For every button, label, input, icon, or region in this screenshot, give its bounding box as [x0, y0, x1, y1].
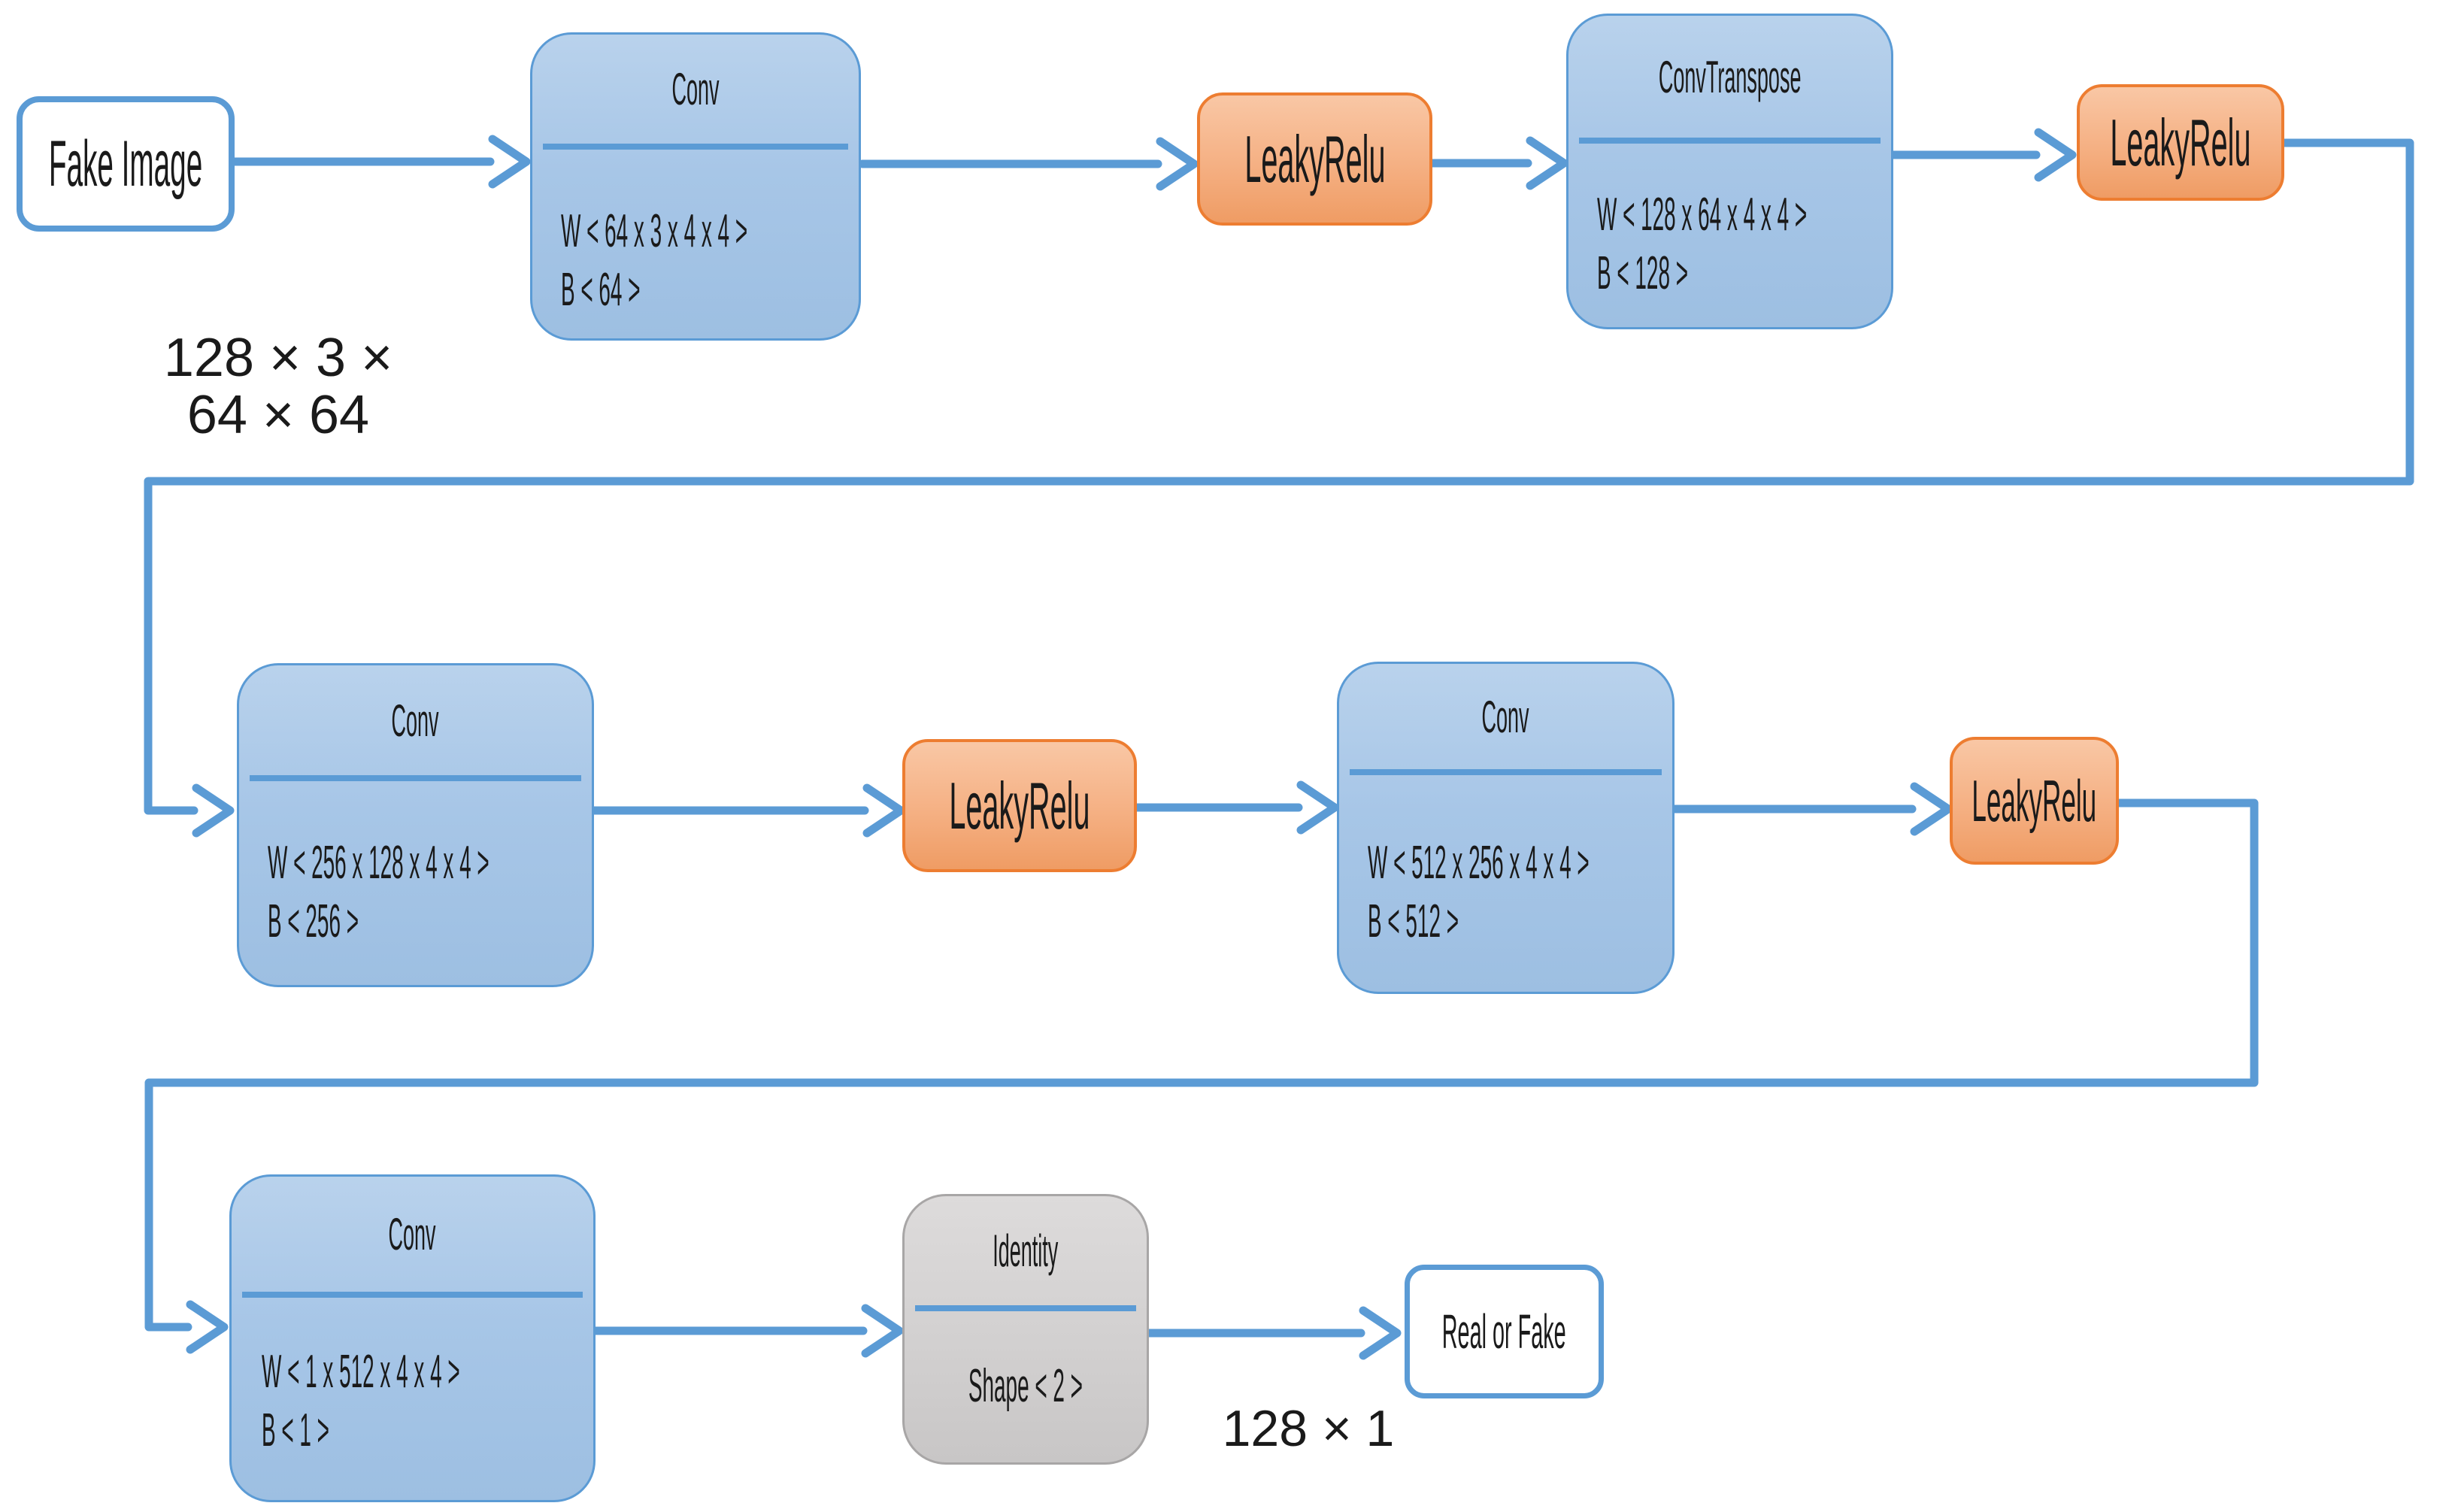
node-divider: [543, 144, 848, 150]
node-label: Real or Fake: [1442, 1304, 1566, 1359]
node-conv4: Conv W < 1 x 512 x 4 x 4 > B < 1 >: [229, 1174, 596, 1502]
weights-text: W < 512 x 256 x 4 x 4 >: [1368, 837, 1590, 889]
input-shape-label: 128 × 3 × 64 × 64: [163, 328, 393, 445]
output-shape-label: 128 × 1: [1222, 1400, 1395, 1457]
arrowhead-icon: [1296, 780, 1339, 835]
connector-leakyrelu1-to-convtranspose: [1428, 136, 1568, 190]
connector-convtranspose-to-leakyrelu2: [1889, 128, 2077, 182]
arrowhead-icon: [192, 783, 235, 838]
connector-conv2-to-leakyrelu3: [589, 783, 905, 838]
connector-conv4-to-identity: [591, 1304, 904, 1358]
node-real-or-fake: Real or Fake: [1405, 1265, 1604, 1398]
connector-identity-to-real-or-fake: [1144, 1306, 1402, 1360]
node-divider: [1579, 138, 1881, 144]
node-leakyrelu1: LeakyRelu: [1197, 92, 1432, 226]
weights-text: W < 64 x 3 x 4 x 4 >: [561, 205, 748, 257]
arrowhead-icon: [2034, 128, 2077, 182]
arrowhead-icon: [1526, 136, 1568, 190]
node-title: ConvTranspose: [1658, 51, 1802, 102]
node-leakyrelu2: LeakyRelu: [2077, 84, 2284, 201]
node-identity: Identity Shape < 2 >: [902, 1194, 1149, 1465]
bias-text: B < 128 >: [1597, 247, 1689, 299]
arrowhead-icon: [861, 1304, 904, 1358]
node-divider: [1350, 769, 1662, 775]
bias-text: B < 512 >: [1368, 895, 1459, 947]
shape-text: Shape < 2 >: [968, 1359, 1083, 1412]
weights-text: W < 128 x 64 x 4 x 4 >: [1597, 189, 1808, 241]
connector-leakyrelu3-to-conv3: [1132, 780, 1339, 835]
connector-conv1-to-leakyrelu1: [858, 137, 1199, 191]
weights-text: W < 256 x 128 x 4 x 4 >: [268, 837, 489, 889]
node-title: Conv: [388, 1209, 437, 1259]
node-conv2: Conv W < 256 x 128 x 4 x 4 > B < 256 >: [237, 663, 594, 987]
bias-text: B < 256 >: [268, 895, 359, 947]
arrowhead-icon: [1910, 782, 1953, 836]
node-label: Fake Image: [48, 127, 203, 200]
bias-text: B < 64 >: [561, 264, 641, 316]
node-divider: [915, 1305, 1136, 1311]
arrowhead-icon: [1156, 137, 1199, 191]
node-title: Identity: [993, 1226, 1059, 1276]
node-leakyrelu3: LeakyRelu: [902, 739, 1137, 872]
node-divider: [250, 775, 581, 781]
connector-leakyrelu4-to-conv4: [144, 798, 2259, 1354]
node-conv3: Conv W < 512 x 256 x 4 x 4 > B < 512 >: [1337, 662, 1674, 994]
node-label: LeakyRelu: [1244, 121, 1386, 196]
node-divider: [242, 1292, 583, 1298]
arrowhead-icon: [1359, 1306, 1402, 1360]
arrowhead-icon: [862, 783, 905, 838]
weights-text: W < 1 x 512 x 4 x 4 >: [262, 1346, 460, 1398]
connector-conv3-to-leakyrelu4: [1670, 782, 1953, 836]
node-title: Conv: [1481, 691, 1530, 742]
node-label: LeakyRelu: [2110, 105, 2251, 180]
node-convtranspose: ConvTranspose W < 128 x 64 x 4 x 4 > B <…: [1566, 14, 1893, 329]
node-label: LeakyRelu: [949, 768, 1090, 843]
node-leakyrelu4: LeakyRelu: [1950, 737, 2119, 865]
bias-text: B < 1 >: [262, 1404, 329, 1456]
node-fake-image: Fake Image: [17, 96, 235, 232]
node-title: Conv: [671, 64, 720, 114]
arrowhead-icon: [488, 135, 531, 189]
connector-leakyrelu2-to-conv2: [144, 138, 2414, 838]
arrowhead-icon: [186, 1300, 229, 1354]
node-label: LeakyRelu: [1972, 767, 2097, 834]
connector-fake-image-to-conv1: [230, 135, 531, 189]
node-conv1: Conv W < 64 x 3 x 4 x 4 > B < 64 >: [530, 32, 861, 341]
node-title: Conv: [391, 695, 440, 746]
